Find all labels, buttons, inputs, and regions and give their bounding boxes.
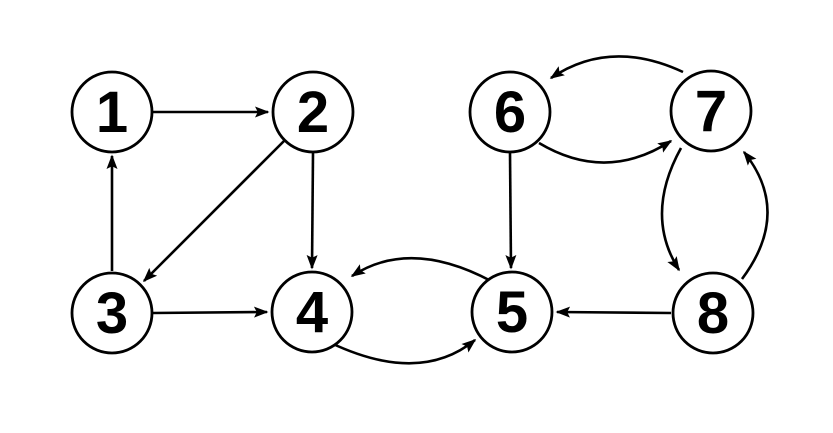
graph-node-4: 4 bbox=[270, 270, 354, 354]
edge-6-to-7 bbox=[538, 139, 673, 164]
edge-2-to-3 bbox=[142, 139, 286, 283]
node-label-8: 8 bbox=[697, 281, 729, 346]
node-circle-1 bbox=[70, 70, 154, 154]
edge-7-to-6 bbox=[549, 55, 684, 80]
graph-node-8: 8 bbox=[671, 271, 755, 355]
node-circle-7 bbox=[669, 69, 753, 153]
node-circle-5 bbox=[470, 270, 554, 354]
edge-4-to-5 bbox=[330, 338, 477, 365]
edge-5-to-4 bbox=[350, 256, 492, 283]
node-label-1: 1 bbox=[96, 80, 128, 145]
node-label-5: 5 bbox=[496, 280, 528, 345]
edge-7-to-8 bbox=[660, 147, 683, 272]
graph-node-2: 2 bbox=[271, 70, 355, 154]
graph-node-5: 5 bbox=[470, 270, 554, 354]
graph-node-3: 3 bbox=[70, 271, 154, 355]
node-circle-4 bbox=[270, 270, 354, 354]
node-circle-3 bbox=[70, 271, 154, 355]
edges-layer bbox=[106, 55, 769, 365]
graph-node-1: 1 bbox=[70, 70, 154, 154]
node-label-3: 3 bbox=[96, 281, 128, 346]
edge-2-to-4 bbox=[306, 152, 318, 270]
node-label-7: 7 bbox=[695, 79, 727, 144]
graph-node-6: 6 bbox=[468, 70, 552, 154]
graph-node-7: 7 bbox=[669, 69, 753, 153]
node-circle-6 bbox=[468, 70, 552, 154]
edge-8-to-7 bbox=[740, 150, 769, 280]
edge-8-to-5 bbox=[555, 306, 672, 318]
node-label-2: 2 bbox=[297, 80, 329, 145]
node-label-6: 6 bbox=[494, 80, 526, 145]
node-label-4: 4 bbox=[296, 280, 328, 345]
nodes-layer: 1 2 3 4 5 6 7 8 bbox=[70, 69, 755, 355]
node-circle-8 bbox=[671, 271, 755, 355]
edge-6-to-5 bbox=[505, 152, 517, 270]
edge-3-to-4 bbox=[152, 306, 269, 318]
node-circle-2 bbox=[271, 70, 355, 154]
